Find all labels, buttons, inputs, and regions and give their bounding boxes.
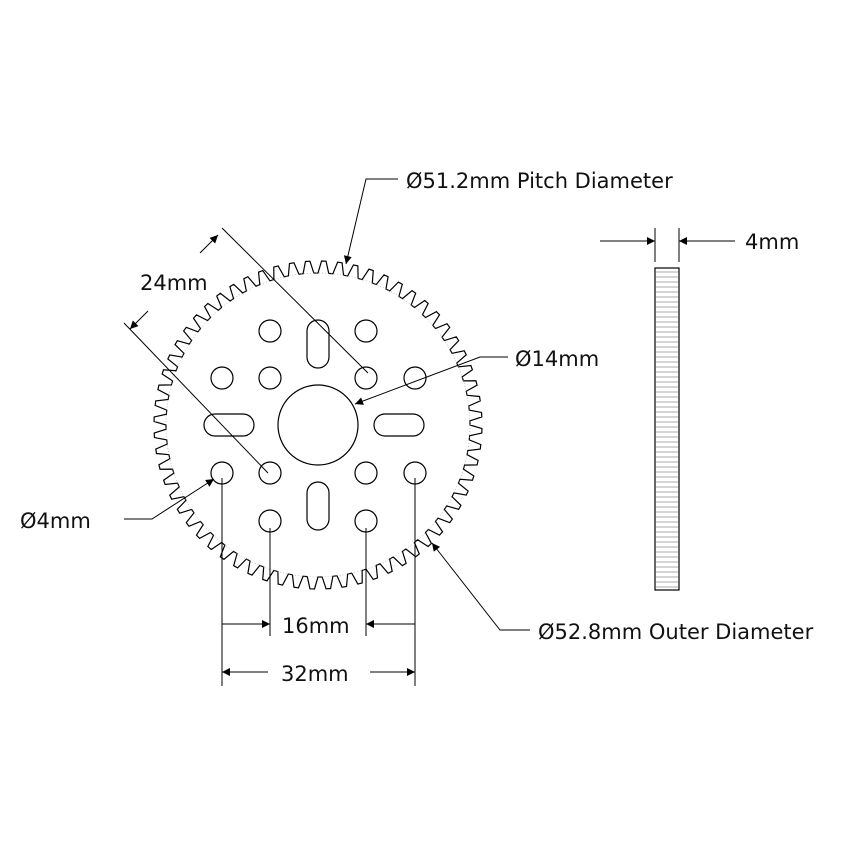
side-profile — [654, 267, 680, 591]
mount-slot — [306, 319, 330, 369]
mount-hole — [258, 319, 282, 343]
dim-hole — [124, 478, 215, 520]
dim-thickness — [600, 228, 735, 262]
mount-hole — [354, 319, 378, 343]
side-teeth-lines — [656, 271, 678, 588]
outer-diameter-label: Ø52.8mm Outer Diameter — [538, 620, 814, 644]
pattern-24-label: 24mm — [140, 271, 208, 295]
thickness-label: 4mm — [745, 230, 799, 254]
mount-hole — [354, 461, 378, 485]
hole-label: Ø4mm — [20, 509, 91, 533]
gear-front-view — [153, 260, 483, 590]
dim-16mm-32mm — [221, 478, 416, 686]
mount-hole — [403, 366, 427, 390]
mount-hole — [258, 366, 282, 390]
mount-slot — [373, 413, 425, 437]
mount-hole — [210, 366, 234, 390]
dim-outer-diameter — [431, 542, 530, 631]
gear-side-view — [654, 267, 680, 591]
pattern-32-label: 32mm — [281, 662, 349, 686]
bore-label: Ø14mm — [515, 347, 599, 371]
dim-pitch-diameter — [343, 178, 398, 265]
pattern-16-label: 16mm — [282, 614, 350, 638]
mount-hole — [354, 366, 378, 390]
mount-slot — [306, 481, 330, 531]
dim-bore — [354, 356, 508, 405]
pitch-diameter-label: Ø51.2mm Pitch Diameter — [406, 169, 673, 193]
root-circle — [165, 272, 471, 578]
center-bore — [277, 384, 359, 466]
hole-pattern — [203, 319, 427, 533]
mount-hole — [258, 461, 282, 485]
dim-24mm — [123, 227, 369, 474]
